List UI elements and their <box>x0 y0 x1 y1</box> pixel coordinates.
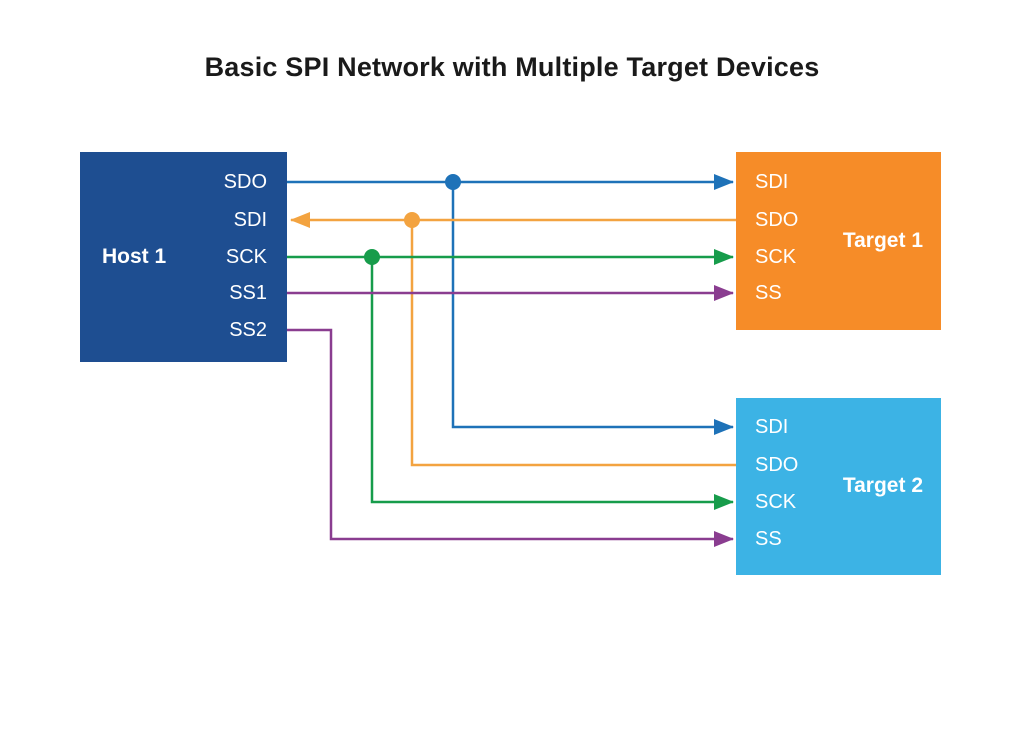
wire-ss2-to-target2 <box>287 328 734 547</box>
host-pin-sdi: SDI <box>233 209 267 231</box>
target-2-label: Target 2 <box>842 474 923 497</box>
target1-pin-sdi: SDI <box>755 171 789 193</box>
host-1-box <box>80 152 287 362</box>
junction-dot-sdo <box>445 174 461 190</box>
junction-dot-sdi <box>404 212 420 228</box>
target2-pin-ss: SS <box>755 528 782 550</box>
diagram-title: Basic SPI Network with Multiple Target D… <box>204 52 820 82</box>
host-pin-ss1: SS1 <box>229 282 267 304</box>
target2-pin-sdo: SDO <box>755 454 799 476</box>
target1-pin-sck: SCK <box>755 246 797 268</box>
host-pin-ss2: SS2 <box>229 319 267 341</box>
junction-dot-sck <box>364 249 380 265</box>
host-1-label: Host 1 <box>102 245 167 268</box>
target-1-box <box>736 152 941 330</box>
target-1-label: Target 1 <box>842 229 923 252</box>
target2-pin-sdi: SDI <box>755 416 789 438</box>
target2-pin-sck: SCK <box>755 491 797 513</box>
target1-pin-ss: SS <box>755 282 782 304</box>
wire-sdo-branch-to-target2 <box>451 182 734 435</box>
wire-sdi-branch-to-target2 <box>410 220 736 467</box>
host-pin-sck: SCK <box>225 246 267 268</box>
wire-sck-branch-to-target2 <box>370 257 734 510</box>
target-2-box <box>736 398 941 575</box>
target1-pin-sdo: SDO <box>755 209 799 231</box>
host-pin-sdo: SDO <box>223 171 267 193</box>
